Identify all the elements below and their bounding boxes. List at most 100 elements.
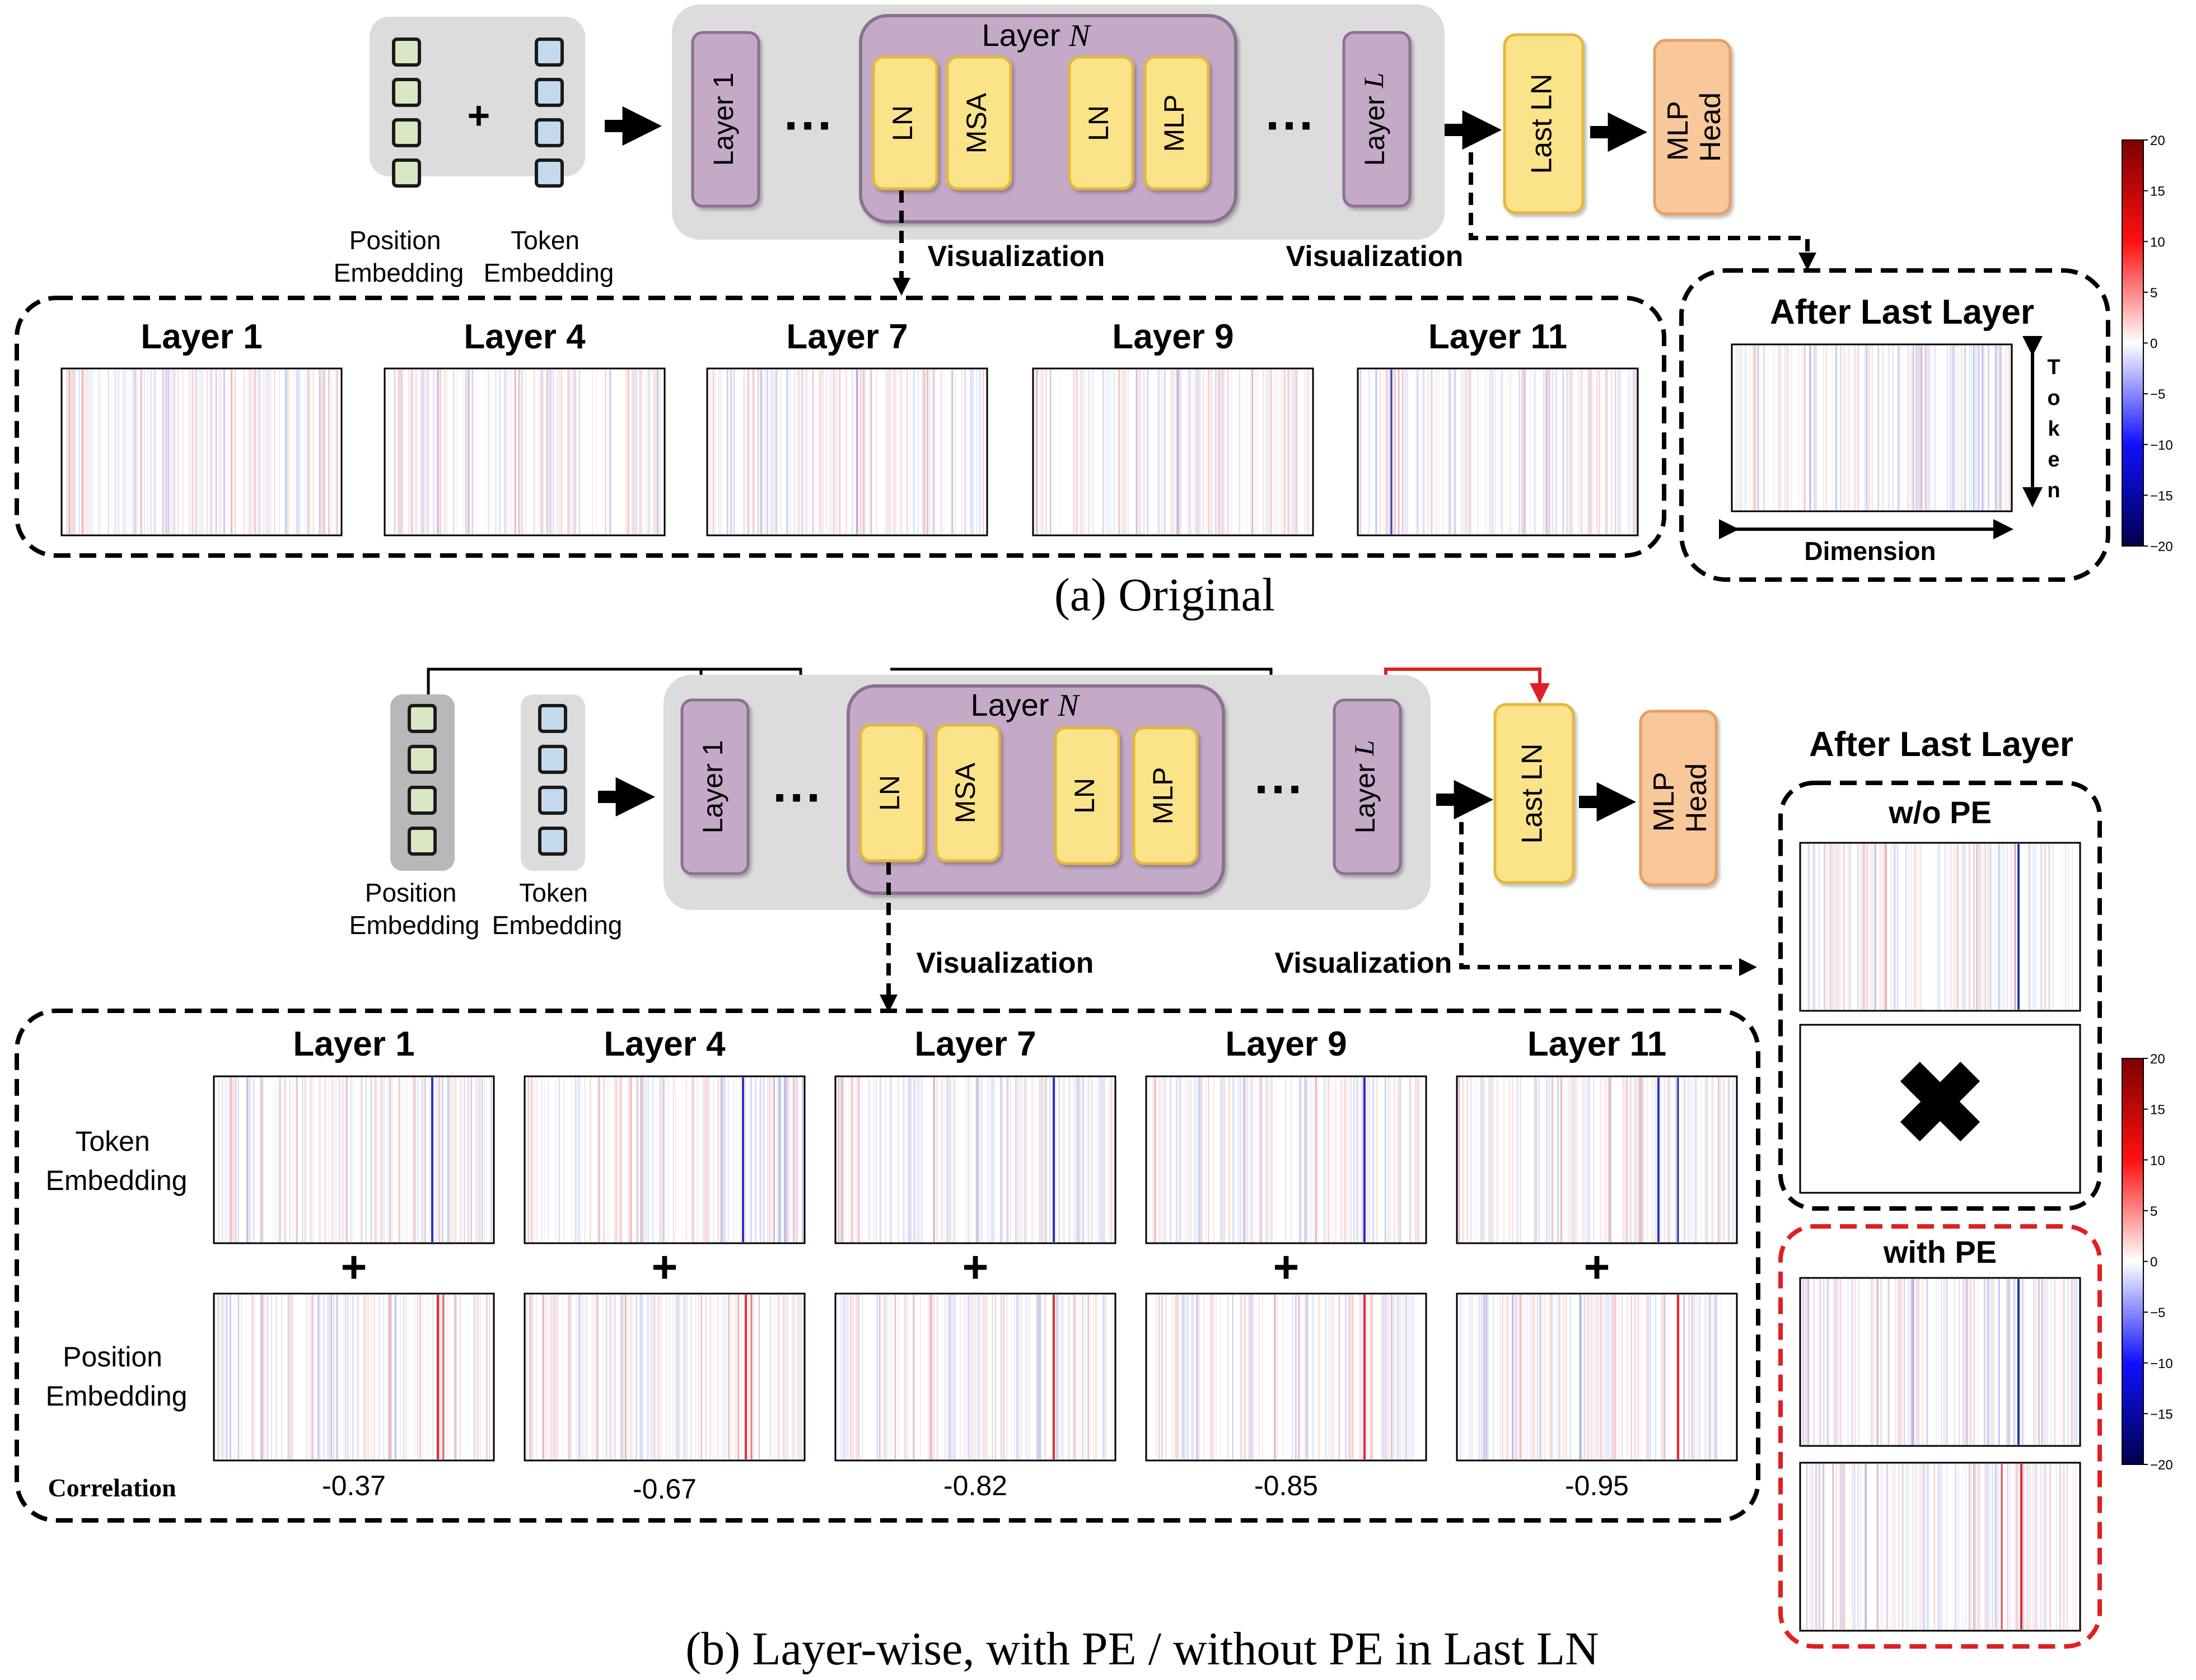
colorbar-tick-label: −20 [2150,539,2173,554]
msa-block-label-b: MSA [950,762,981,823]
colorbar-gradient [2122,139,2144,547]
ln-block-2-label-b: LN [1069,778,1100,814]
layer-l-label: Layer L [1358,73,1390,166]
colorbar-tick-label: −15 [2150,488,2173,503]
colorbar-tick-label: −10 [2150,438,2173,453]
heatmap-token-2-frame [525,1076,805,1243]
plus-sign-b: + [1584,1242,1610,1292]
colorbar-tick-label: 15 [2150,184,2165,199]
token-axis-letter: k [2048,417,2060,441]
mlp-head-label-b: MLP Head [1648,763,1713,833]
token-embedding-squares [535,38,564,188]
heatmap-title-b: Layer 4 [604,1025,726,1063]
heatmap-container-b [15,1009,1760,1523]
correlation-value: -0.95 [1565,1470,1629,1501]
heatmap-title-a: Layer 9 [1112,318,1234,356]
heatmaps-a: Layer 1 Layer 4 Layer 7 Layer 9 Layer 11 [60,318,1639,536]
heatmap-title-b: Layer 11 [1527,1025,1666,1063]
heatmap-title-a: Layer 1 [141,318,262,356]
mlp-block-b [1132,726,1199,865]
colorbar-tick-label: 20 [2150,133,2165,148]
heatmap-token-4 [1145,1075,1427,1244]
vis-label-1-b: Visualization [917,947,1094,979]
after-last-title-b: After Last Layer [1809,725,2073,764]
colorbar-tick-label: 20 [2150,1052,2165,1067]
heatmap-title-a: Layer 7 [786,318,908,356]
heatmap-title-a: Layer 4 [464,318,586,356]
heatmap-a-1-frame [62,368,342,535]
heatmap-token-3-frame [835,1076,1115,1243]
position-embedding-squares [392,38,421,188]
wo-pe-label: w/o PE [1888,795,1992,830]
position-embedding-squares-b [408,704,437,856]
token-embedding-label-b: Token Embedding [492,878,623,940]
heatmap-a-3 [706,367,988,536]
position-embedding-group-b [390,694,455,871]
colorbar-tick-label: 10 [2150,235,2165,250]
ellipsis-right-b: ··· [1254,762,1305,818]
ln-block-2-label: LN [1083,105,1114,141]
heatmap-a-1-border [60,367,343,536]
heatmap-token-2-border [524,1075,806,1244]
token-axis-letter: o [2047,386,2060,410]
mlp-head-label: MLP Head [1662,92,1727,162]
ln-block-1-label-b: LN [874,775,905,811]
token-axis-letter: T [2047,356,2060,379]
position-embedding-label: Position Embedding [334,226,464,287]
heatmap-with-pe-token-frame [1800,1278,2080,1446]
last-ln-label-b: Last LN [1516,743,1549,843]
heatmap-position-2-frame [525,1294,805,1460]
heatmap-position-2 [524,1292,806,1462]
colorbar-gradient [2122,1058,2144,1465]
colorbar-tick-label: −5 [2150,387,2165,402]
heatmap-token-4-frame [1146,1076,1426,1243]
heatmap-a-4-border [1032,367,1314,536]
heatmap-after-last-a [1731,343,2013,512]
layer-n-title: Layer N [982,17,1092,53]
mlp-head-box-b [1639,710,1718,886]
correlation-value: -0.85 [1254,1470,1318,1501]
plus-sign-b: + [1273,1242,1300,1292]
colorbar-tick-label: −5 [2150,1305,2165,1320]
vis-label-2-b: Visualization [1275,947,1452,979]
msa-block-label: MSA [961,92,992,153]
heatmap-position-5 [1456,1292,1738,1462]
heatmap-title-a: Layer 11 [1428,318,1567,356]
msa-block [946,55,1012,190]
wo-pe-container [1778,781,2102,1211]
part-b: Position Embedding Token Embedding Layer… [15,668,2173,1675]
heatmap-wo-pe-panel-border [1799,842,2081,1012]
with-pe-label: with PE [1883,1234,1997,1270]
correlation-value: -0.37 [322,1470,386,1501]
caption-a: (a) Original [1054,569,1275,621]
heatmap-with-pe-token-border [1799,1277,2081,1447]
heatmap-with-pe-position [1799,1462,2081,1632]
vis-label-2: Visualization [1286,240,1464,273]
heatmap-a-2-frame [385,368,665,535]
heatmap-a-3-border [706,367,988,536]
colorbar-tick-label: 5 [2150,286,2157,301]
colorbar-tick-label: 5 [2150,1204,2157,1219]
heatmap-position-4-border [1145,1292,1427,1462]
layer-l-box [1342,31,1412,208]
heatmap-position-3-border [834,1292,1116,1462]
heatmap-a-1 [60,367,343,536]
heatmap-a-5-frame [1358,368,1638,535]
mlp-block-label-b: MLP [1147,767,1179,825]
heatmap-after-last-a-frame [1732,344,2012,511]
correlation-value: -0.82 [943,1470,1007,1501]
heatmap-title-b: Layer 9 [1225,1025,1347,1063]
plus-sign-b: + [652,1242,678,1292]
heatmap-token-5 [1456,1075,1738,1244]
token-axis-label: Token [2047,356,2060,502]
heatmap-position-1 [213,1292,495,1462]
layer-1-label: Layer 1 [708,73,739,166]
after-last-title-a: After Last Layer [1770,293,2034,332]
colorbar-tick-label: 15 [2150,1103,2165,1118]
heatmap-position-5-border [1456,1292,1738,1462]
last-ln-label: Last LN [1526,73,1558,174]
heatmap-position-4 [1145,1292,1427,1462]
